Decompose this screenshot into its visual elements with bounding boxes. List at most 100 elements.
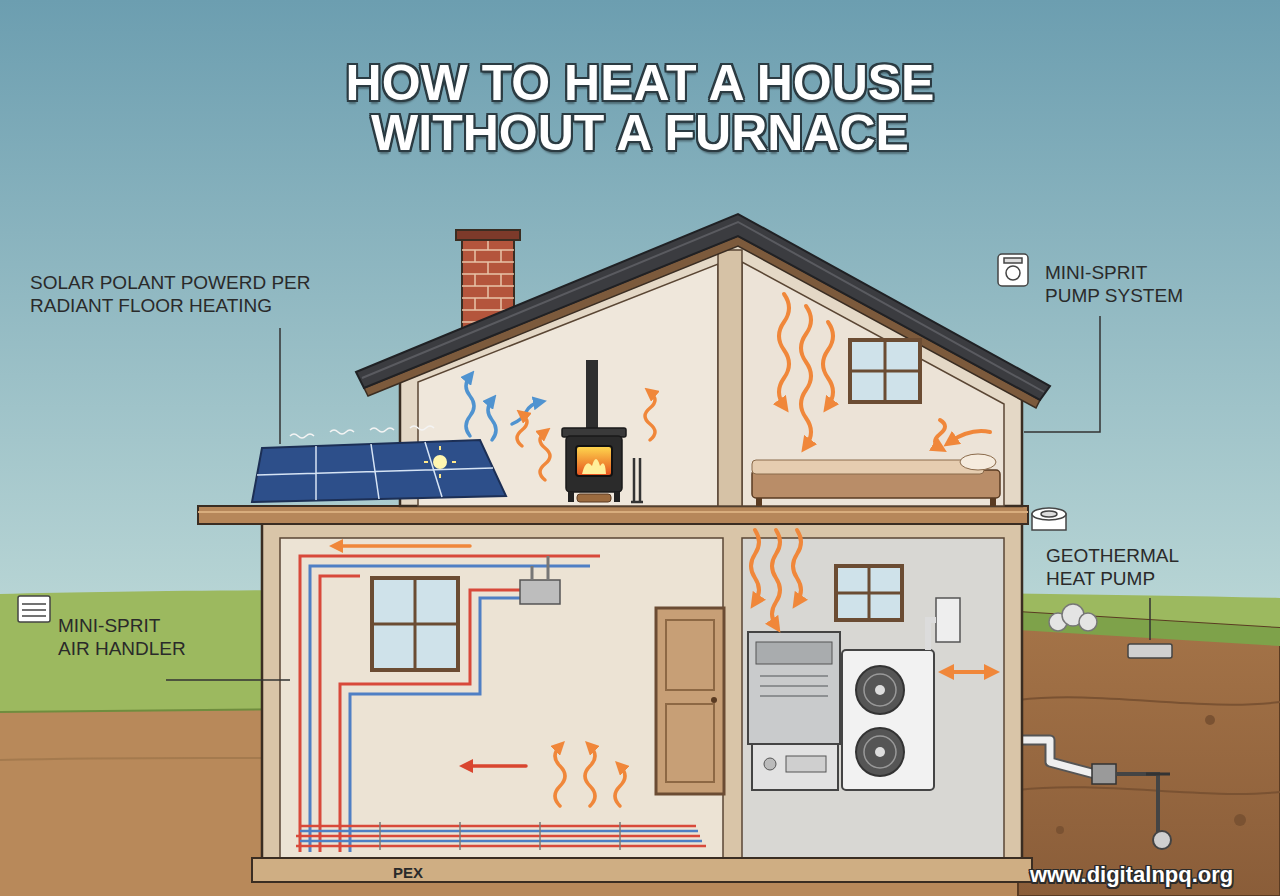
floor-beam	[198, 506, 1028, 524]
door	[711, 697, 717, 703]
heat-flow-arrows	[772, 530, 780, 626]
heat-flow-arrows	[946, 670, 992, 674]
pex-tubing	[340, 590, 520, 852]
house-lower-storey	[262, 520, 1022, 866]
geothermal-equipment	[1153, 831, 1171, 849]
windows	[836, 566, 902, 620]
label-icons	[1032, 508, 1066, 520]
pex-tubing	[296, 826, 706, 846]
wood-stove	[568, 492, 574, 502]
solar-panels	[252, 426, 506, 502]
house-upper-storey	[718, 250, 742, 506]
pex-tubing	[296, 556, 706, 852]
pex-tubing	[380, 822, 620, 850]
ground-cutaway	[1018, 612, 1280, 896]
windows	[850, 340, 920, 402]
heat-flow-arrows	[336, 544, 470, 548]
callout-label: MINI-SPRIT AIR HANDLER	[58, 615, 188, 661]
leader-lines	[166, 679, 290, 681]
heat-flow-arrows	[823, 322, 833, 406]
heat-flow-arrows	[336, 294, 992, 806]
bed	[756, 498, 762, 506]
ground-cutaway	[1234, 814, 1246, 826]
heat-flow-arrows	[950, 431, 990, 442]
geothermal-equipment	[1092, 764, 1116, 784]
label-icons	[22, 604, 46, 616]
chimney	[456, 230, 520, 240]
wood-stove	[582, 459, 606, 474]
pex-tubing	[310, 566, 590, 852]
callout-label: GEOTHERMAL HEAT PUMP	[1046, 545, 1158, 591]
boiler-unit	[760, 676, 828, 696]
heat-flow-arrows	[540, 432, 550, 480]
floor-beam	[198, 511, 1028, 513]
heat-flow-arrows	[645, 392, 655, 440]
wood-stove	[562, 360, 643, 502]
roof	[356, 214, 1050, 408]
heat-flow-arrows	[615, 766, 625, 806]
ground-cutaway	[1018, 612, 1280, 896]
label-icons	[18, 596, 50, 622]
wood-stove	[577, 494, 611, 502]
heat-flow-arrows	[488, 400, 496, 440]
pex-tubing	[532, 556, 548, 580]
heat-flow-arrows	[517, 414, 527, 446]
mini-split-outdoor-unit	[842, 598, 960, 790]
heat-flow-arrows	[793, 530, 801, 602]
boiler-unit	[764, 758, 776, 770]
callout-label: SOLAR POLANT POWERD PER RADIANT FLOOR HE…	[30, 272, 314, 318]
heat-flow-arrows	[751, 530, 759, 602]
windows	[372, 578, 458, 670]
wood-stove	[631, 458, 643, 502]
solar-panels	[290, 426, 434, 438]
geothermal-equipment	[1146, 773, 1170, 776]
heat-flow-arrows	[466, 376, 474, 436]
ground-cutaway	[1018, 612, 1280, 646]
heat-flow-arrows	[585, 746, 595, 806]
geothermal-equipment	[1079, 613, 1097, 631]
house-lower-storey	[252, 858, 1032, 882]
title: HOW TO HEAT A HOUSE WITHOUT A FURNACE	[344, 58, 936, 158]
door	[656, 608, 724, 794]
label-icons	[1041, 511, 1057, 517]
mini-split-outdoor-unit	[928, 620, 936, 650]
mini-split-outdoor-unit	[856, 666, 904, 714]
solar-panels	[257, 442, 493, 500]
geothermal-equipment	[1116, 774, 1158, 832]
door	[656, 608, 724, 794]
windows	[372, 340, 920, 670]
boiler-unit	[752, 744, 838, 790]
heat-flow-arrows	[555, 746, 565, 806]
ground-cutaway	[1018, 787, 1280, 794]
ground-cutaway	[1205, 715, 1215, 725]
windows	[836, 566, 902, 620]
windows	[850, 340, 920, 402]
mini-split-outdoor-unit	[875, 685, 885, 695]
heat-flow-arrows	[935, 420, 945, 448]
heat-flow-arrows	[779, 294, 789, 406]
ground-cutaway	[1056, 826, 1064, 834]
leader-lines	[166, 316, 1150, 680]
pex-tubing	[300, 831, 702, 841]
house-lower-storey	[280, 538, 723, 858]
boiler-unit	[756, 642, 832, 664]
bed	[752, 460, 984, 474]
floor-beam	[198, 506, 1028, 524]
roof	[362, 222, 1044, 392]
pex-tubing	[350, 598, 520, 852]
pex-tubing	[520, 580, 560, 604]
solar-panels	[433, 455, 447, 469]
wood-stove	[566, 436, 622, 492]
wood-stove	[576, 446, 612, 476]
solar-panels	[252, 440, 506, 502]
boiler-unit	[748, 632, 840, 790]
boiler-unit	[748, 632, 840, 744]
label-icons	[1004, 258, 1022, 263]
callout-label: MINI-SPRIT PUMP SYSTEM	[1045, 262, 1185, 308]
mini-split-outdoor-unit	[856, 728, 904, 776]
mini-split-outdoor-unit	[842, 650, 934, 790]
boiler-unit	[786, 756, 826, 772]
ground-cutaway	[1018, 697, 1280, 704]
heat-flow-arrows	[466, 764, 526, 768]
